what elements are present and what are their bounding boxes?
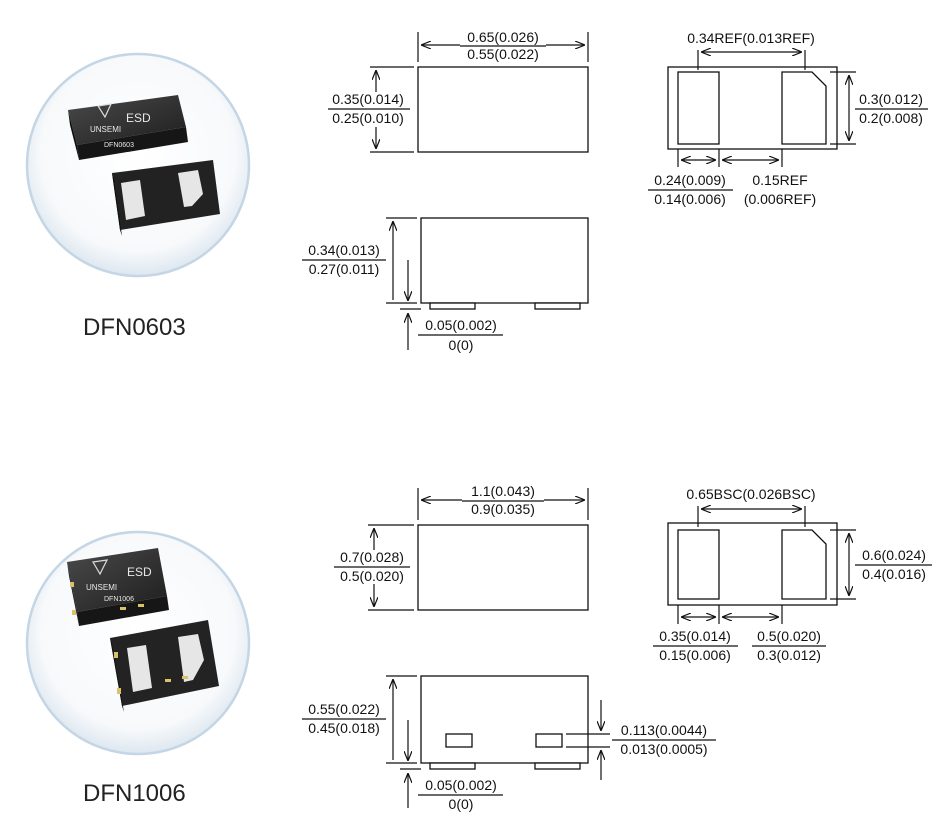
- dfn0603-side-height-min: 0.27(0.011): [309, 261, 380, 277]
- dfn1006-chip-marking: DFN1006: [104, 596, 134, 603]
- dfn0603-pad-width-min: 0.14(0.006): [654, 191, 726, 207]
- dfn0603-pad-left: [121, 180, 145, 220]
- dfn0603-width-min: 0.55(0.022): [467, 46, 539, 62]
- dfn1006-chip-brand: UNSEMI: [86, 583, 117, 592]
- dfn0603-width-max: 0.65(0.026): [467, 29, 539, 45]
- dfn1006-top-view: 1.1(0.043) 0.9(0.035) 0.7(0.028) 0.5(0.0…: [334, 483, 589, 611]
- dfn1006-standoff-max: 0.05(0.002): [425, 777, 497, 793]
- dfn0603-top-view: 0.65(0.026) 0.55(0.022) 0.35(0.014) 0.25…: [328, 29, 589, 153]
- dfn1006-side-height-min: 0.45(0.018): [308, 720, 380, 736]
- dfn1006-chip-label: ESD: [127, 565, 152, 579]
- dfn1006-photo: UNSEMI ESD DFN1006: [25, 530, 251, 756]
- dfn0603-chip-brand: UNSEMI: [90, 125, 121, 134]
- dfn1006-pad-height-max: 0.6(0.024): [862, 547, 926, 563]
- dfn0603-title: DFN0603: [83, 314, 186, 341]
- dfn0603-standoff-max: 0.05(0.002): [425, 317, 497, 333]
- dfn1006-width-max: 1.1(0.043): [471, 483, 535, 499]
- dfn0603-photo: UNSEMI ESD DFN0603: [25, 52, 251, 278]
- dfn1006-height-min: 0.5(0.020): [340, 568, 404, 584]
- dfn1006-side-pad-max: 0.113(0.0044): [621, 722, 707, 738]
- dfn0603-side-height-max: 0.34(0.013): [308, 242, 380, 258]
- dfn0603-pad-gap-max: 0.15REF: [752, 172, 807, 188]
- dfn0603-pad-right: [178, 170, 203, 207]
- dfn0603-pad-height-min: 0.2(0.008): [859, 110, 923, 126]
- dfn1006-height-max: 0.7(0.028): [340, 549, 404, 565]
- dfn0603-pad-width-max: 0.24(0.009): [654, 172, 726, 188]
- dfn0603-section: UNSEMI ESD DFN0603 DFN0603 0.65(0.026) 0…: [25, 29, 928, 353]
- dfn1006-side-pad-min: 0.013(0.0005): [620, 741, 707, 757]
- dfn0603-side-view: 0.34(0.013) 0.27(0.011) 0.05(0.002) 0(0): [302, 217, 589, 353]
- dfn1006-pad-right: [178, 634, 204, 682]
- dfn1006-pad-width-min: 0.15(0.006): [659, 647, 731, 663]
- dfn1006-title: DFN1006: [83, 780, 186, 807]
- dfn1006-pad-gap-max: 0.5(0.020): [757, 628, 821, 644]
- dfn1006-pad-height-min: 0.4(0.016): [862, 566, 926, 582]
- dfn0603-chip-label: ESD: [126, 111, 151, 125]
- dfn1006-pad-width-max: 0.35(0.014): [659, 628, 731, 644]
- dfn0603-pad-height-max: 0.3(0.012): [859, 91, 923, 107]
- dfn1006-bottom-view: 0.65BSC(0.026BSC) 0.6(0.024) 0.4(0.016) …: [653, 486, 932, 663]
- dfn1006-standoff-min: 0(0): [449, 796, 474, 812]
- dfn1006-side-view: 0.55(0.022) 0.45(0.018) 0.113(0.0044) 0.…: [302, 675, 716, 812]
- dfn0603-bottom-view: 0.34REF(0.013REF) 0.3(0.012) 0.2(0.008) …: [648, 30, 928, 207]
- dfn1006-section: UNSEMI ESD DFN1006 DFN1006 1.1(0.043) 0.…: [25, 483, 932, 812]
- dfn1006-side-height-max: 0.55(0.022): [308, 701, 380, 717]
- dfn1006-pad-gap-min: 0.3(0.012): [757, 647, 821, 663]
- dfn0603-height-max: 0.35(0.014): [332, 91, 404, 107]
- dfn0603-height-min: 0.25(0.010): [332, 110, 404, 126]
- dfn1006-width-min: 0.9(0.035): [471, 501, 535, 517]
- dfn0603-standoff-min: 0(0): [449, 337, 474, 353]
- dfn0603-pad-gap-min: (0.006REF): [744, 191, 816, 207]
- dfn0603-pad-pitch: 0.34REF(0.013REF): [687, 30, 815, 46]
- dfn0603-chip-marking: DFN0603: [104, 142, 134, 149]
- dfn1006-pad-pitch: 0.65BSC(0.026BSC): [686, 486, 815, 502]
- dfn1006-pad-left: [127, 645, 152, 692]
